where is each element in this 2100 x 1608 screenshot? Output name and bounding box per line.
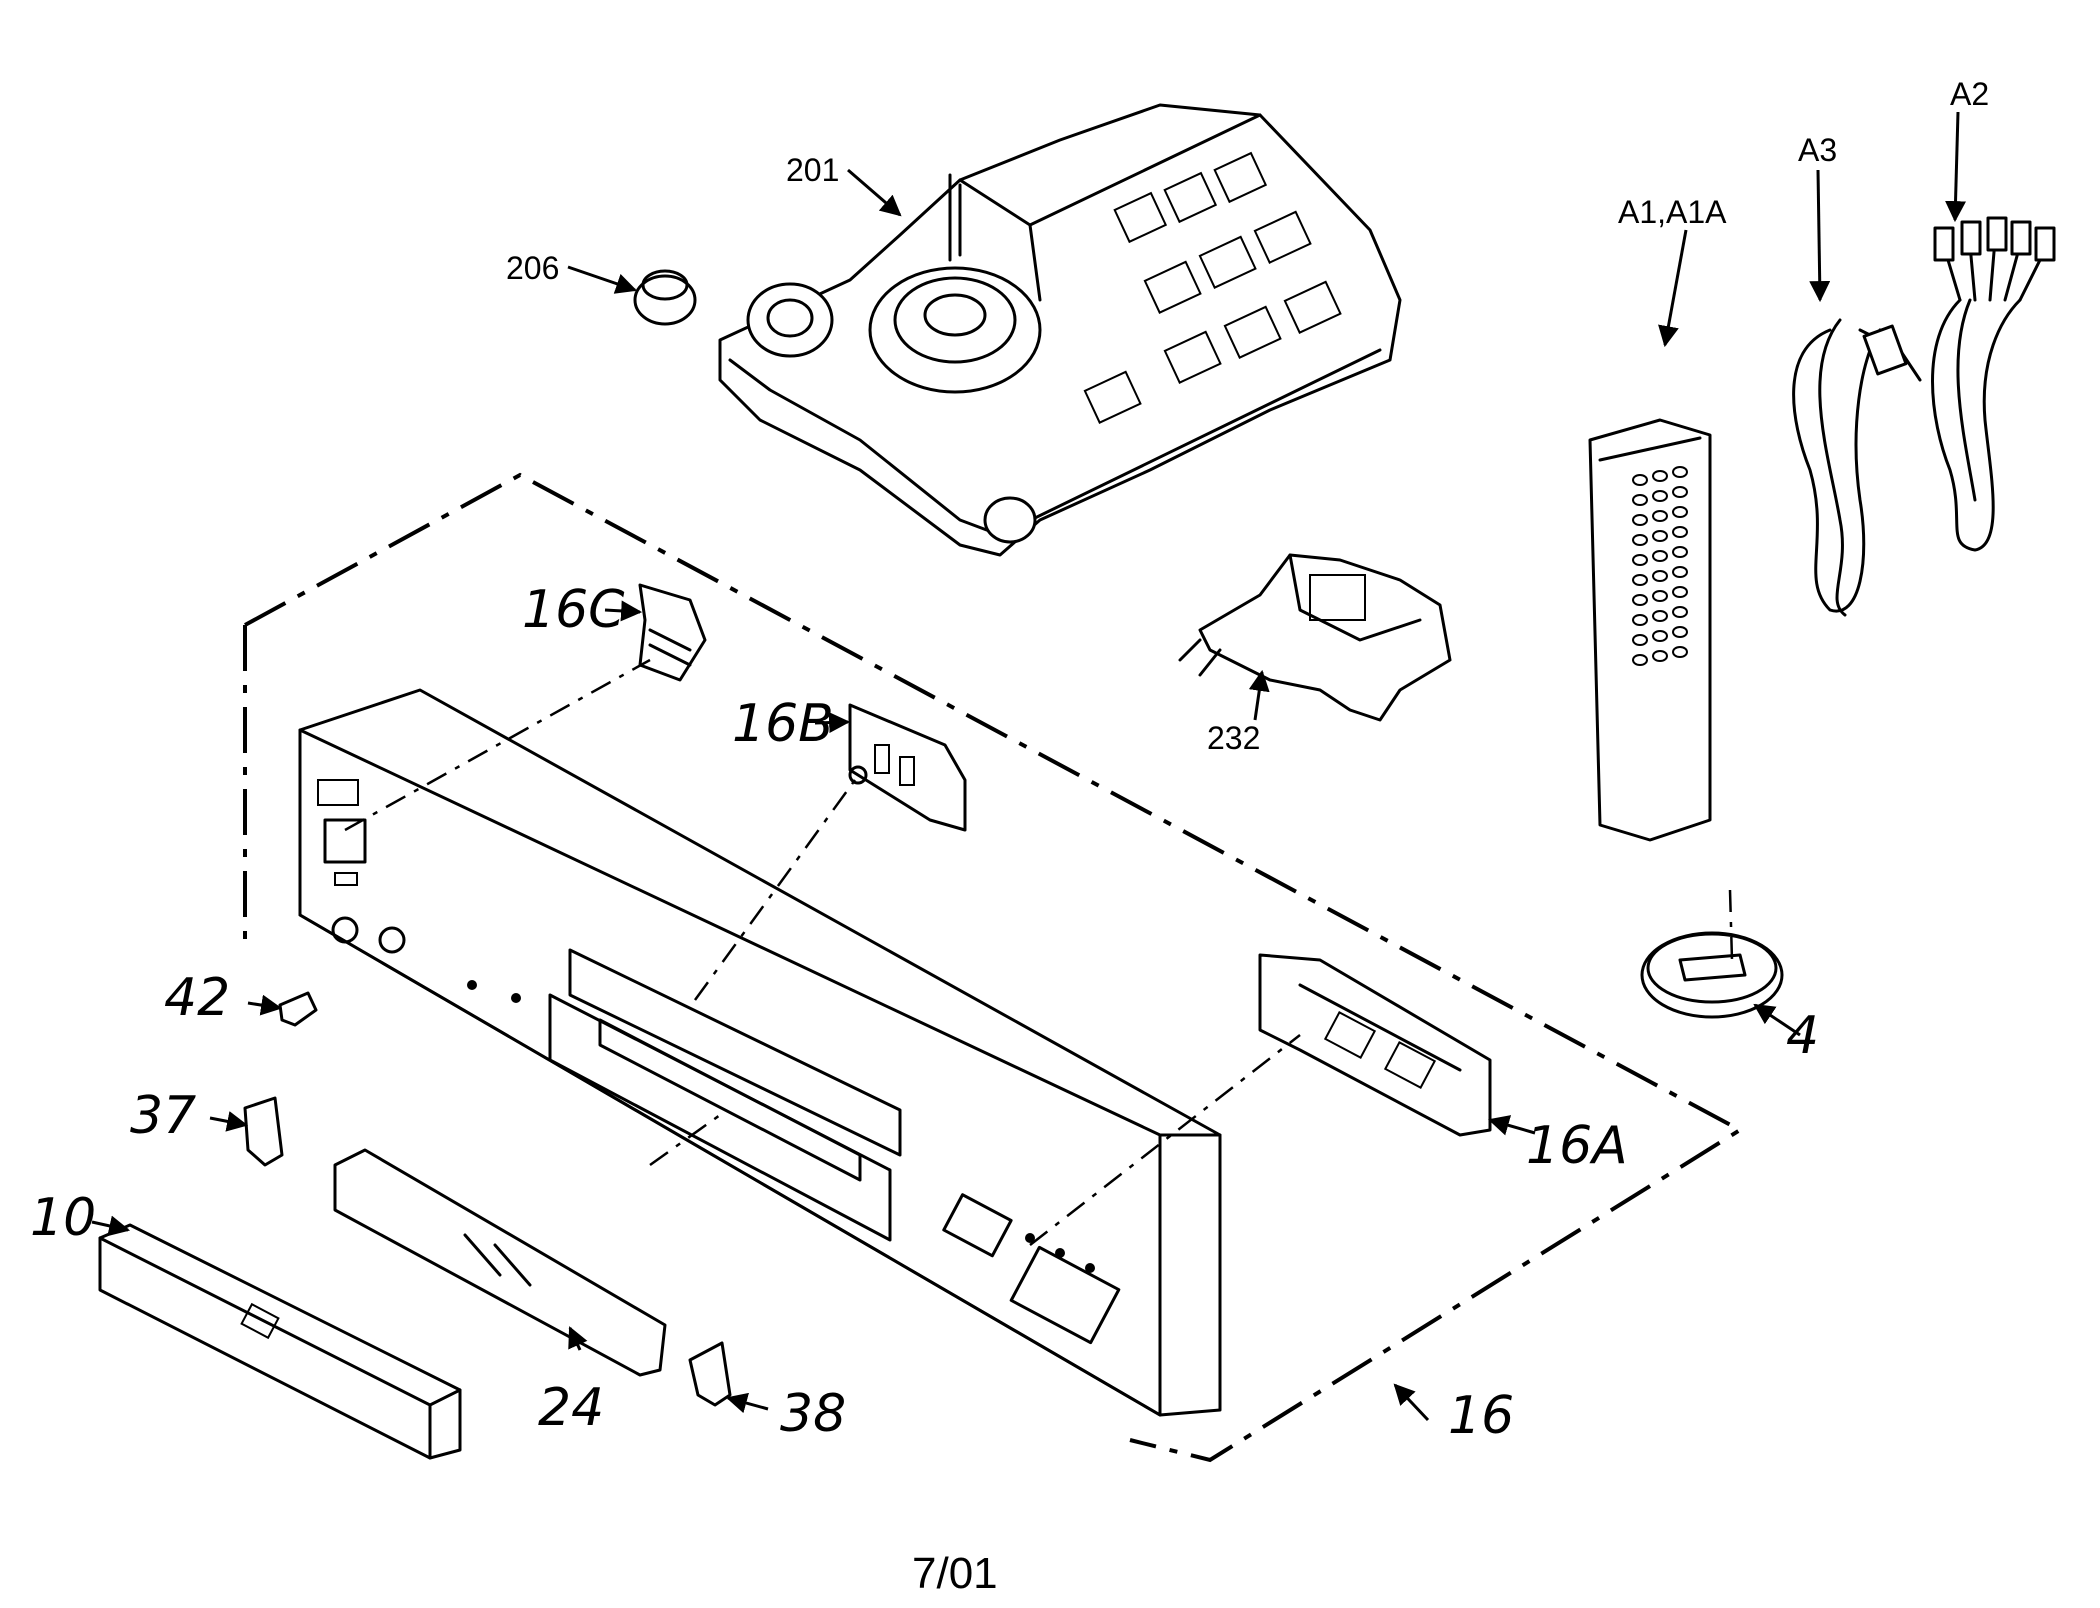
button-37 [243, 1096, 284, 1167]
remote-button-shape [1652, 550, 1668, 562]
remote-control [1588, 418, 1712, 842]
remote-button-shape [1632, 534, 1648, 546]
remote-button-shape [1652, 650, 1668, 662]
cd-mechanism-chassis [718, 103, 1402, 557]
label-a2: A2 [1950, 76, 1990, 112]
label-4: 4 [1786, 1006, 1820, 1066]
trim-bar-10 [98, 1223, 462, 1460]
remote-button-shape [1652, 490, 1668, 502]
label-38: 38 [780, 1384, 847, 1444]
remote-button-shape [1632, 514, 1648, 526]
knob-42 [278, 991, 318, 1027]
label-16c: 16C [522, 580, 625, 640]
remote-button-shape [1652, 510, 1668, 522]
remote-button-shape [1652, 590, 1668, 602]
remote-button-shape [1672, 586, 1688, 598]
remote-button-shape [1672, 626, 1688, 638]
foot-206 [633, 269, 697, 326]
remote-button-shape [1632, 634, 1648, 646]
remote-button-shape [1632, 594, 1648, 606]
label-37: 37 [130, 1086, 197, 1146]
remote-button-shape [1652, 530, 1668, 542]
remote-button-shape [1632, 474, 1648, 486]
button-38 [688, 1341, 732, 1407]
bracket-16c [638, 583, 707, 682]
remote-button-shape [1672, 526, 1688, 538]
label-a1-a1a: A1,A1A [1618, 194, 1727, 230]
label-206: 206 [506, 250, 560, 286]
remote-button-shape [1672, 606, 1688, 618]
label-10: 10 [30, 1188, 97, 1248]
remote-button-shape [1632, 654, 1648, 666]
chassis-outline [244, 472, 1744, 1463]
label-16a: 16A [1526, 1116, 1628, 1176]
optical-pickup [1178, 553, 1452, 722]
label-a3: A3 [1798, 132, 1838, 168]
label-232: 232 [1207, 720, 1261, 756]
remote-button-shape [1632, 494, 1648, 506]
label-16: 16 [1448, 1386, 1515, 1446]
bracket-16a [1258, 953, 1492, 1137]
label-201: 201 [786, 152, 840, 188]
av-cable [1931, 216, 2056, 552]
remote-button-shape [1652, 610, 1668, 622]
remote-button-shape [1632, 574, 1648, 586]
remote-button-shape [1652, 470, 1668, 482]
front-panel [298, 688, 1222, 1417]
remote-button-shape [1652, 570, 1668, 582]
footer-date: 7/01 [912, 1549, 998, 1598]
remote-button-shape [1672, 466, 1688, 478]
remote-button-shape [1672, 546, 1688, 558]
remote-button-shape [1632, 614, 1648, 626]
window-lens-24 [333, 1148, 667, 1377]
disc-clamper [1640, 931, 1784, 1019]
label-24: 24 [538, 1378, 605, 1438]
label-42: 42 [164, 968, 231, 1028]
remote-button-shape [1632, 554, 1648, 566]
power-cord [1792, 318, 1922, 617]
remote-button-shape [1672, 646, 1688, 658]
remote-button-shape [1672, 486, 1688, 498]
remote-button-shape [1672, 566, 1688, 578]
bracket-16b [848, 703, 967, 832]
remote-button-shape [1672, 506, 1688, 518]
remote-button-shape [1652, 630, 1668, 642]
label-16b: 16B [732, 694, 834, 754]
